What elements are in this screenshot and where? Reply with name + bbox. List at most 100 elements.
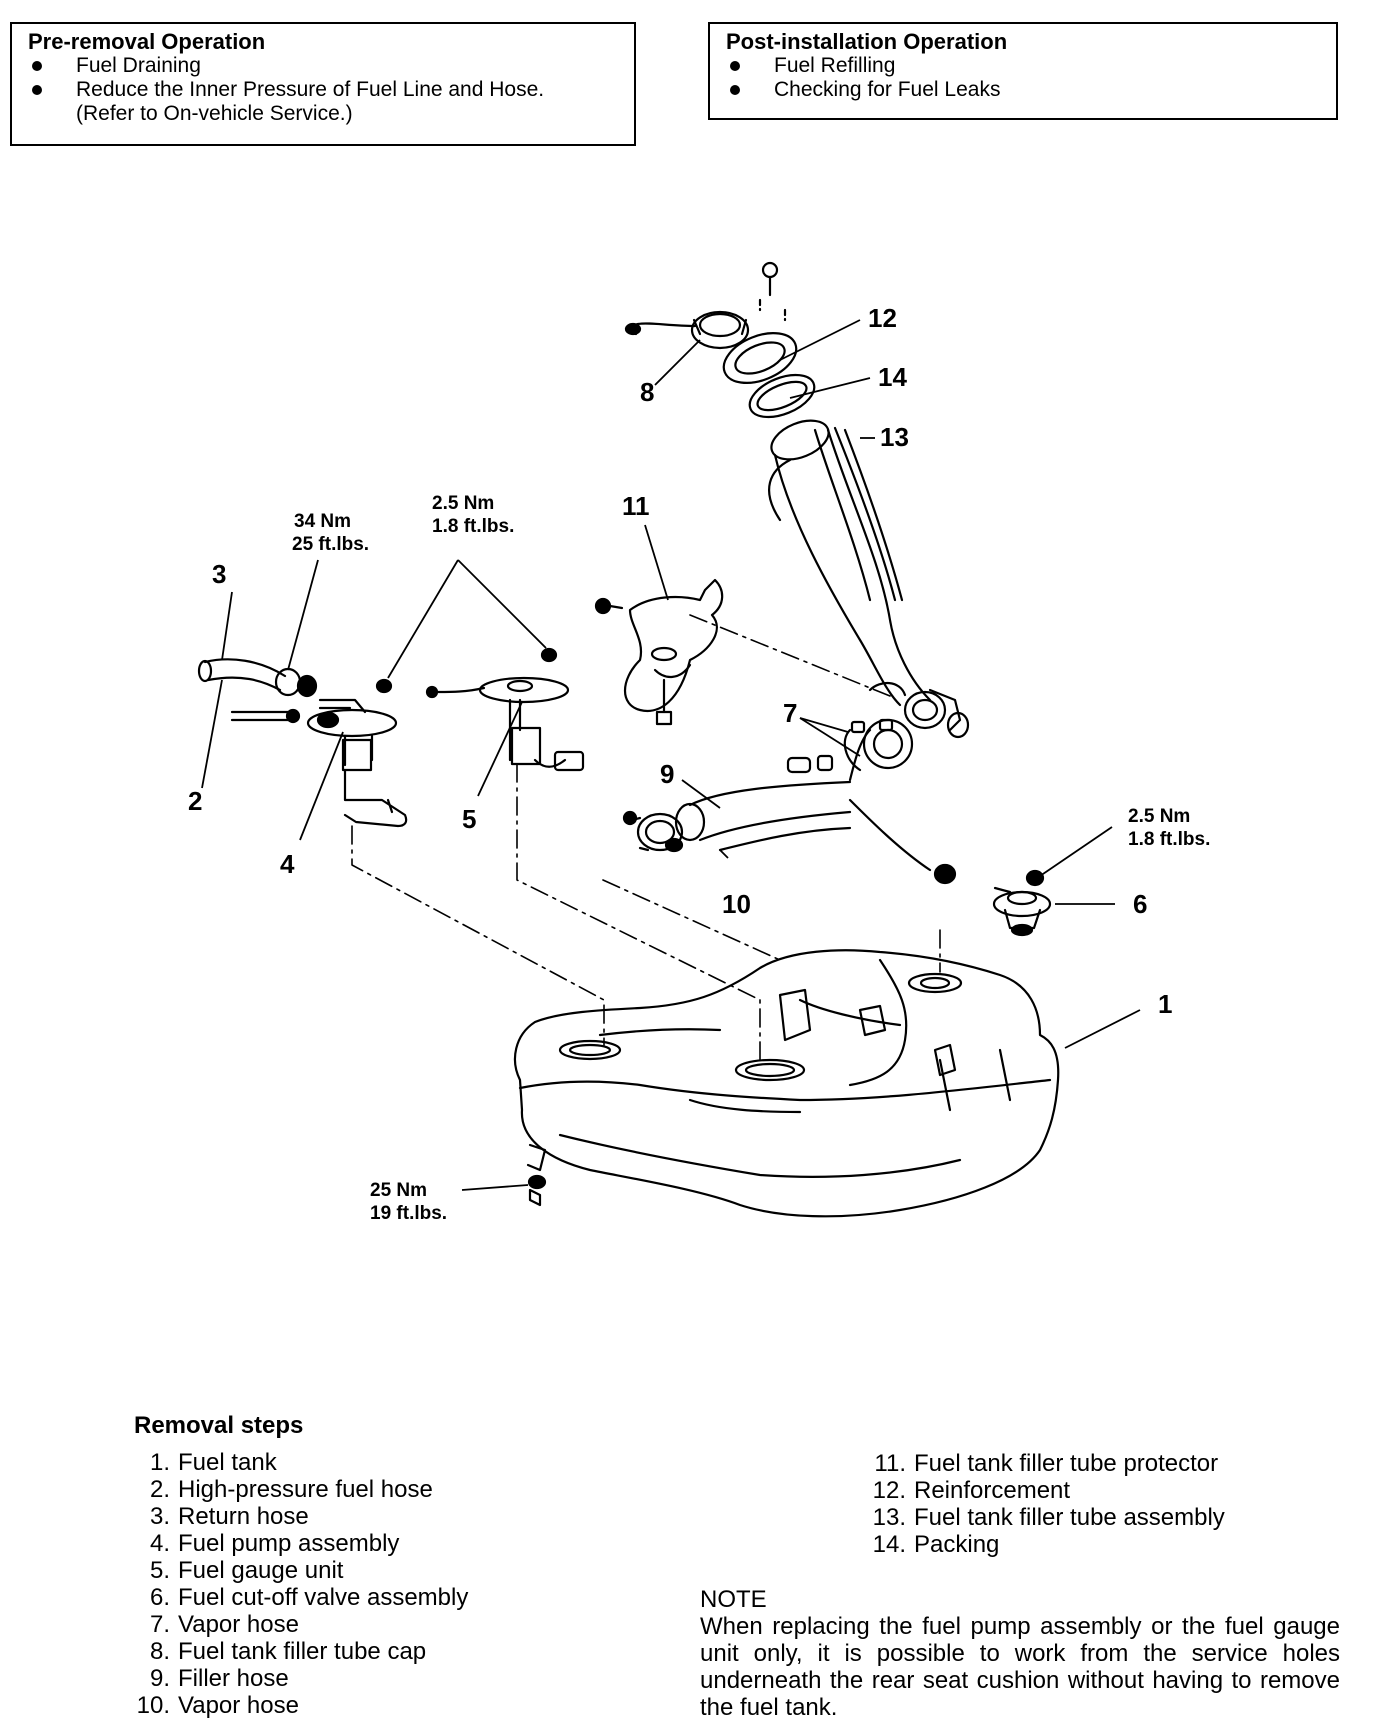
list-item: Checking for Fuel Leaks — [726, 78, 1336, 102]
step-number: 10. — [136, 1692, 170, 1719]
pre-removal-list: Fuel Draining Reduce the Inner Pressure … — [28, 54, 634, 102]
step-label: Reinforcement — [914, 1477, 1071, 1504]
callout-11: 11 — [622, 491, 650, 521]
callout-1: 1 — [1158, 989, 1172, 1019]
list-item: 2. High-pressure fuel hose — [134, 1476, 468, 1503]
list-item: Fuel Draining — [28, 54, 634, 78]
fuel-tank-exploded-diagram: 8 12 14 13 11 3 2 4 5 7 9 10 6 1 34 Nm 2… — [188, 261, 1210, 1224]
post-installation-title: Post-installation Operation — [726, 29, 1008, 54]
callout-13: 13 — [880, 422, 909, 452]
reinforcement-drawing — [722, 332, 798, 384]
torque-pump-nm: 34 Nm — [294, 511, 351, 532]
callout-3: 3 — [212, 559, 226, 589]
list-item: 5. Fuel gauge unit — [134, 1557, 468, 1584]
list-item: 9. Filler hose — [134, 1665, 468, 1692]
list-item: 11.Fuel tank filler tube protector — [870, 1450, 1225, 1477]
packing-drawing — [748, 373, 816, 419]
callout-14: 14 — [878, 362, 907, 392]
list-item: 14. Packing — [870, 1531, 1225, 1558]
list-item: 1. Fuel tank — [134, 1449, 468, 1476]
pre-removal-note: (Refer to On-vehicle Service.) — [76, 102, 353, 125]
note-text: When replacing the fuel pump assembly or… — [700, 1613, 1340, 1721]
list-item: 12. Reinforcement — [870, 1477, 1225, 1504]
step-label: Fuel tank filler tube cap — [178, 1638, 427, 1665]
list-item: 4. Fuel pump assembly — [134, 1530, 468, 1557]
step-number: 14. — [872, 1531, 906, 1558]
fuel-tank-drawing — [513, 949, 1060, 1218]
list-item: 6. Fuel cut-off valve assembly — [134, 1584, 468, 1611]
step-label: Filler hose — [178, 1665, 289, 1692]
torque-pump-ftlbs: 25 ft.lbs. — [292, 534, 369, 555]
removal-steps-right: 11.Fuel tank filler tube protector 12. Re… — [870, 1450, 1225, 1558]
post-installation-item: Checking for Fuel Leaks — [774, 78, 1001, 101]
removal-steps-list: 1. Fuel tank 2. High-pressure fuel hose 3.… — [134, 1449, 469, 1719]
note-block: NOTE When replacing the fuel pump assemb… — [700, 1586, 1340, 1721]
bullet-icon — [32, 61, 42, 71]
removal-steps-title: Removal steps — [134, 1412, 304, 1439]
torque-valve-ftlbs: 1.8 ft.lbs. — [1128, 829, 1210, 850]
callout-8: 8 — [640, 377, 654, 407]
bullet-icon — [730, 85, 740, 95]
pre-removal-item: Fuel Draining — [76, 54, 201, 77]
step-label: Vapor hose — [178, 1611, 299, 1638]
callout-10: 10 — [722, 889, 751, 919]
step-label: Fuel gauge unit — [178, 1557, 344, 1584]
torque-gauge-ftlbs: 1.8 ft.lbs. — [432, 516, 514, 537]
leader-lines — [201, 319, 1141, 1191]
step-label: Fuel tank — [178, 1449, 277, 1476]
step-number: 1. — [149, 1449, 170, 1476]
torque-tank-ftlbs: 19 ft.lbs. — [370, 1203, 447, 1224]
list-item: Fuel Refilling — [726, 54, 1336, 78]
list-item: 13. Fuel tank filler tube assembly — [870, 1504, 1225, 1531]
cutoff-valve-drawing — [992, 869, 1052, 937]
list-item: Reduce the Inner Pressure of Fuel Line a… — [28, 78, 634, 102]
step-number: 3. — [149, 1503, 170, 1530]
step-label: High-pressure fuel hose — [178, 1476, 433, 1503]
fuel-pump-drawing — [306, 698, 408, 828]
filler-hose-drawing — [622, 728, 957, 885]
fuel-gauge-drawing — [425, 676, 585, 772]
step-label: Fuel cut-off valve assembly — [178, 1584, 469, 1611]
step-number: 5. — [149, 1557, 170, 1584]
callout-4: 4 — [280, 849, 295, 879]
filler-tube-drawing — [768, 419, 970, 739]
torque-gauge-nm: 2.5 Nm — [432, 493, 494, 514]
callout-5: 5 — [462, 804, 476, 834]
step-number: 12. — [872, 1477, 906, 1504]
vapor-hose-drawing — [786, 718, 914, 774]
step-number: 7. — [149, 1611, 170, 1638]
step-number: 4. — [149, 1530, 170, 1557]
step-number: 9. — [149, 1665, 170, 1692]
step-number: 13. — [872, 1504, 906, 1531]
bullet-icon — [32, 85, 42, 95]
post-installation-list: Fuel Refilling Checking for Fuel Leaks — [726, 54, 1336, 102]
step-label: Return hose — [178, 1503, 309, 1530]
bullet-icon — [730, 61, 740, 71]
post-installation-item: Fuel Refilling — [774, 54, 896, 77]
callout-9: 9 — [660, 759, 674, 789]
step-number: 8. — [149, 1638, 170, 1665]
torque-valve-nm: 2.5 Nm — [1128, 806, 1190, 827]
step-label: Fuel pump assembly — [178, 1530, 400, 1557]
pre-removal-title: Pre-removal Operation — [28, 29, 266, 54]
removal-steps-list: 11.Fuel tank filler tube protector 12. Re… — [870, 1450, 1225, 1558]
step-label: Vapor hose — [178, 1692, 299, 1719]
step-label: Fuel tank filler tube assembly — [914, 1504, 1225, 1531]
callout-12: 12 — [868, 303, 897, 333]
list-item: 7. Vapor hose — [134, 1611, 468, 1638]
list-item: 10. Vapor hose — [134, 1692, 468, 1719]
pre-removal-item: Reduce the Inner Pressure of Fuel Line a… — [76, 78, 545, 101]
list-item: 8. Fuel tank filler tube cap — [134, 1638, 468, 1665]
assembly-guide-lines — [351, 614, 941, 1066]
list-item: 3. Return hose — [134, 1503, 468, 1530]
callout-6: 6 — [1133, 889, 1147, 919]
post-installation-box: Post-installation Operation Fuel Refilli… — [708, 22, 1338, 120]
protector-drawing — [594, 578, 724, 726]
step-label: Packing — [914, 1531, 1000, 1558]
filler-cap-drawing — [624, 261, 787, 350]
callout-7: 7 — [783, 698, 797, 728]
callout-2: 2 — [188, 786, 202, 816]
removal-steps-left: Removal steps 1. Fuel tank 2. High-pressur… — [134, 1412, 468, 1719]
step-number: 2. — [149, 1476, 170, 1503]
step-number: 6. — [149, 1584, 170, 1611]
